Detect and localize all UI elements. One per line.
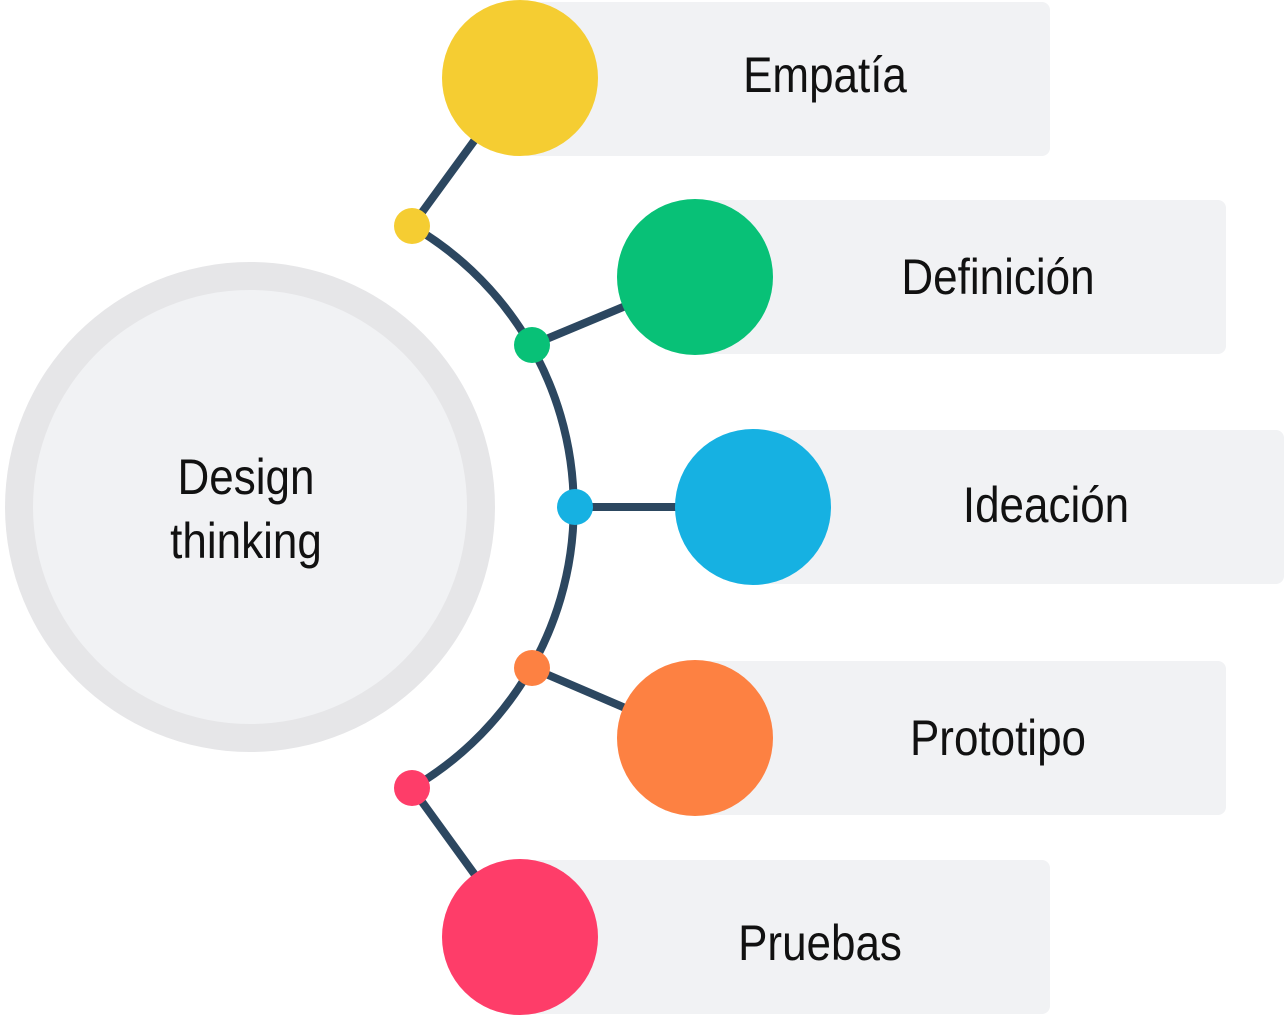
stage-dot-ideacion	[557, 489, 593, 525]
stage-label-pruebas: Pruebas	[738, 914, 902, 970]
stage-circle-definicion	[617, 199, 773, 355]
stage-label-ideacion: Ideación	[963, 476, 1129, 532]
stage-dot-prototipo	[514, 650, 550, 686]
stage-panel-ideacion	[753, 430, 1284, 584]
stage-panel-empatia	[520, 2, 1050, 156]
stage-dot-definicion	[514, 327, 550, 363]
stage-label-prototipo: Prototipo	[910, 709, 1086, 765]
center-label-line2: thinking	[170, 512, 322, 568]
stage-dot-empatia	[394, 208, 430, 244]
center-label-line1: Design	[178, 448, 315, 504]
stage-panel-pruebas	[520, 860, 1050, 1014]
stage-label-definicion: Definición	[901, 248, 1094, 304]
stage-panel-definicion	[695, 200, 1226, 354]
stage-dot-pruebas	[394, 770, 430, 806]
stage-label-empatia: Empatía	[743, 46, 908, 102]
stage-circle-pruebas	[442, 859, 598, 1015]
stage-circle-prototipo	[617, 660, 773, 816]
center-circle	[33, 290, 467, 724]
stage-panel-prototipo	[695, 661, 1226, 815]
stage-circle-ideacion	[675, 429, 831, 585]
stage-circle-empatia	[442, 0, 598, 156]
